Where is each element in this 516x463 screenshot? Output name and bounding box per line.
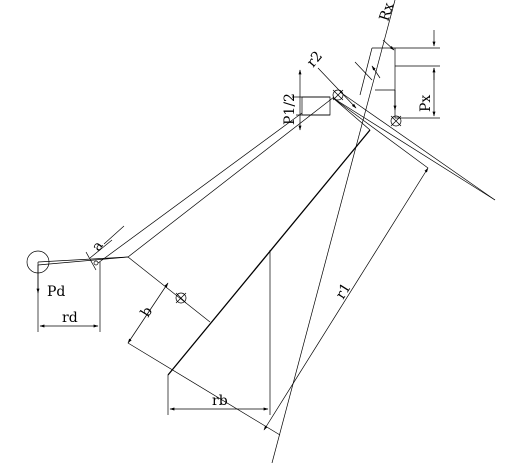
- label-b: b: [138, 304, 156, 320]
- label-pd: Pd: [47, 284, 65, 300]
- rd-dimension: [37, 262, 101, 332]
- r2-dimension: [317, 61, 373, 109]
- p1-half-box: [292, 69, 331, 131]
- label-rx: Rx: [377, 1, 398, 24]
- pivot-px-marker: [390, 115, 402, 127]
- left-lever-arm: [37, 256, 129, 266]
- label-rd: rd: [62, 310, 78, 326]
- rope-upper-2: [97, 112, 303, 264]
- label-rb: rb: [212, 393, 228, 409]
- b-dimension: [127, 282, 281, 436]
- label-px: Px: [418, 95, 434, 112]
- label-a: a: [89, 239, 107, 255]
- r1-dimension: [263, 167, 429, 431]
- rx-arrow: [382, 39, 395, 51]
- main-arm: [167, 129, 371, 376]
- label-r1: r1: [333, 280, 355, 302]
- small-force-arrow: [371, 65, 381, 79]
- px-bracket: [359, 30, 440, 119]
- pivot-r2-marker: [332, 89, 344, 101]
- a-dimension: [85, 225, 125, 271]
- lower-arm-left: [127, 256, 211, 323]
- upper-wedge: [332, 91, 496, 201]
- rx-line: [271, 0, 396, 463]
- rope-upper: [127, 96, 335, 258]
- label-p1-half: P1/2: [282, 93, 298, 125]
- label-r2: r2: [304, 48, 326, 70]
- pivot-b-marker: [175, 292, 187, 304]
